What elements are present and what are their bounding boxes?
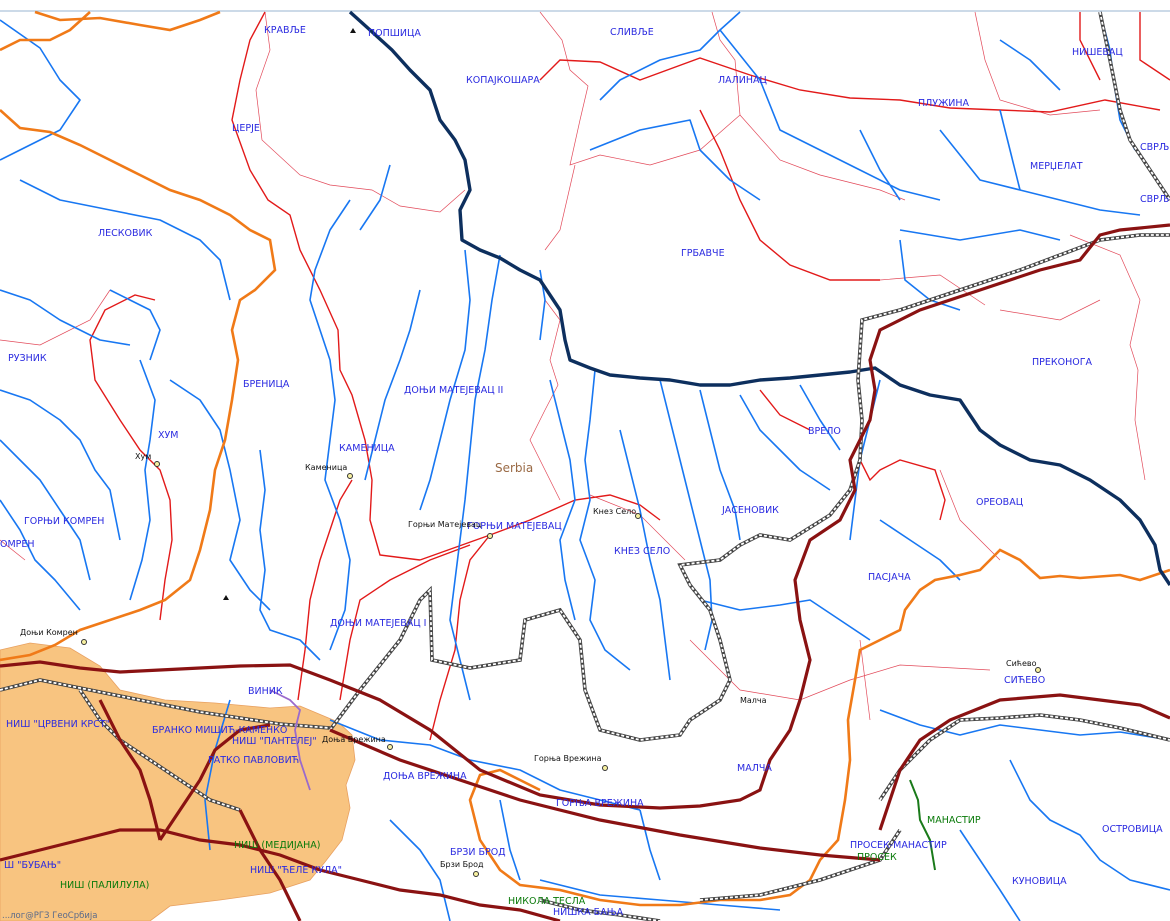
rivers — [0, 11, 1170, 921]
settlement-label: БРЗИ БРОД — [450, 847, 506, 858]
settlement-label: ОМРЕН — [0, 539, 35, 550]
map-labels: Serbia КРАВЉЕ ПОПШИЦА СЛИВЉЕ ЦЕРЈЕ КОПАЈ… — [0, 25, 1169, 921]
settlement-label: БРАНКО МИШИЋ-КАМЕНКО — [152, 725, 287, 736]
settlement-label: КРАВЉЕ — [264, 25, 306, 36]
settlement-label: Ш "БУБАЊ" — [4, 860, 61, 871]
settlement-label: МАНАСТИР — [927, 815, 981, 826]
settlement-label: НИШ (ПАЛИЛУЛА) — [60, 880, 149, 891]
settlement-label: ОРЕОВАЦ — [976, 497, 1023, 508]
settlement-label: ГРБАВЧЕ — [681, 248, 725, 259]
settlement-label: ПРОСЕК — [857, 852, 897, 863]
settlement-label: СИЋЕВО — [1004, 675, 1045, 686]
region-label: Serbia — [495, 461, 533, 475]
district-boundary — [0, 10, 1170, 907]
settlement-label: МЕРЏЕЛАТ — [1030, 161, 1083, 172]
settlement-label: НИШ "ЋЕЛЕ КУЛА" — [250, 865, 342, 876]
settlement-label: ЛАЛИНАЦ — [718, 75, 767, 86]
settlement-label: ОСТРОВИЦА — [1102, 824, 1163, 835]
settlement-label: ВРЕЛО — [808, 426, 841, 437]
settlement-label: НИШ "ПАНТЕЛЕЈ" — [232, 736, 317, 747]
railways — [0, 11, 1170, 921]
settlement-label: ЦЕРЈЕ — [232, 123, 260, 134]
settlement-label: НИШ "ЦРВЕНИ КРСТ" — [6, 719, 110, 730]
settlement-label: НИШ (МЕДИЈАНА) — [234, 840, 321, 851]
settlement-label: ПЛУЖИНА — [918, 98, 970, 109]
town-label: Доња Врежина — [322, 735, 386, 744]
settlement-label: РАТКО ПАВЛОВИЋ — [208, 755, 299, 766]
settlement-label: НИШЕВАЦ — [1072, 47, 1123, 58]
town-markers — [81, 28, 1041, 877]
settlement-label: ВИНИК — [248, 686, 283, 697]
settlement-label: ДОЊА ВРЕЖИНА — [383, 771, 467, 782]
settlement-label: КОПАЈКОШАРА — [466, 75, 540, 86]
settlement-label: КУНОВИЦА — [1012, 876, 1067, 887]
settlement-label: ДОЊИ МАТЕЈЕВАЦ II — [404, 385, 503, 396]
settlement-label: НИКОЛА ТЕСЛА — [508, 896, 586, 907]
settlement-label: ПРЕКОНОГА — [1032, 357, 1093, 368]
settlement-label: БРЕНИЦА — [243, 379, 290, 390]
settlement-label: РУЗНИК — [8, 353, 47, 364]
town-label: Каменица — [305, 463, 347, 472]
town-label: Доњи Комрен — [20, 628, 78, 637]
settlement-label: ДОЊИ МАТЕЈЕВАЦ I — [330, 618, 426, 629]
settlement-label: КАМЕНИЦА — [339, 443, 395, 454]
town-label: Сићево — [1006, 659, 1037, 668]
settlement-label: ГОРЊИ КОМРЕН — [24, 516, 104, 527]
regional-boundary — [348, 10, 1170, 586]
settlement-label: ЛЕСКОВИК — [98, 228, 153, 239]
town-label: Горњи Матејевац — [408, 520, 482, 529]
town-label: Малча — [740, 696, 767, 705]
small-streams — [269, 689, 936, 871]
settlement-label: ПОПШИЦА — [368, 28, 421, 39]
settlement-label: СЛИВЉЕ — [610, 27, 654, 38]
settlement-label: ГОРЊА ВРЕЖИНА — [556, 798, 644, 809]
settlement-boundaries — [0, 11, 1146, 721]
settlement-label: МАЛЧА — [737, 763, 772, 774]
map-credit: ...лог@РГЗ ГеоСрбија — [2, 911, 97, 921]
settlement-label: ЈАСЕНОВИК — [721, 505, 779, 516]
settlement-label: ГОРЊИ МАТЕЈЕВАЦ — [467, 521, 562, 532]
settlement-label: ПРОСЕК-МАНАСТИР — [850, 840, 947, 851]
settlement-label: СВРЉ — [1140, 194, 1169, 205]
town-label: Кнез Село — [593, 507, 636, 516]
town-label: Брзи Брод — [440, 860, 484, 869]
town-label: Горња Врежина — [534, 754, 602, 763]
town-label: Хум — [135, 452, 151, 461]
settlement-label: НИШКА БАЊА — [553, 907, 624, 918]
settlement-label: СВРЉ — [1140, 142, 1169, 153]
settlement-label: ПАСЈАЧА — [868, 572, 911, 583]
settlement-label: КНЕЗ СЕЛО — [614, 546, 670, 557]
main-roads — [0, 223, 1170, 921]
settlement-label: ХУМ — [158, 430, 179, 441]
